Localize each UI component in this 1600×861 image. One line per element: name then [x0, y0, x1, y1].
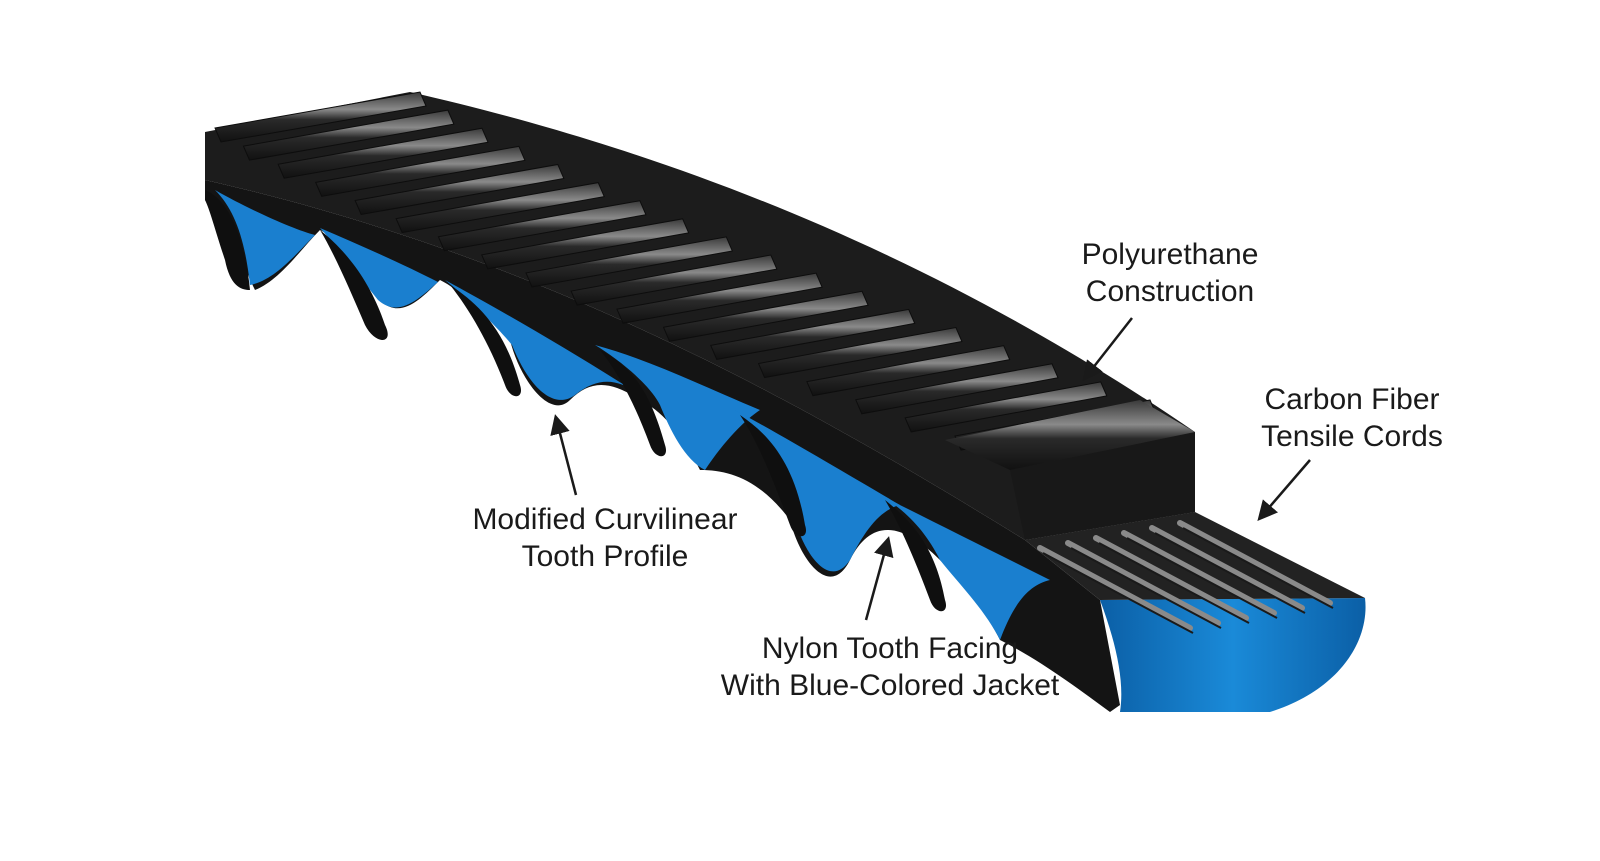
belt-rib — [616, 272, 823, 324]
belt-rib — [395, 182, 605, 234]
callout-line: Construction — [1085, 275, 1255, 308]
blue-jacket-2 — [320, 228, 438, 308]
belt-rib — [806, 345, 1011, 397]
callout-line: Polyurethane — [1081, 238, 1259, 271]
carbon-cord — [1093, 535, 1249, 621]
tooth-3 — [450, 285, 522, 397]
arrow-polyurethane — [1082, 317, 1133, 382]
callout-line: Tooth Profile — [521, 540, 689, 573]
carbon-cord-shadow — [1126, 537, 1278, 619]
belt-back-body — [205, 92, 1195, 540]
carbon-cord-shadow — [1182, 527, 1334, 609]
carbon-cord — [1177, 520, 1333, 606]
belt-rib — [904, 381, 1108, 433]
belt-rib — [662, 290, 869, 342]
carbon-cord-shadow — [1042, 552, 1194, 634]
belt-rib — [710, 308, 916, 360]
tooth-1 — [205, 190, 250, 290]
callout-line: Nylon Tooth Facing — [761, 632, 1019, 665]
blue-jacket-1 — [215, 190, 315, 285]
carbon-cord — [1065, 540, 1221, 626]
belt-rib — [481, 218, 690, 270]
belt-rib — [855, 363, 1059, 415]
belt-rib — [570, 254, 778, 306]
callout-tooth-profile: Modified Curvilinear Tooth Profile — [440, 501, 770, 575]
belt-rib — [314, 145, 526, 197]
belt-teeth — [205, 190, 947, 612]
carbon-cord — [1121, 530, 1277, 616]
carbon-cord-shadow — [1070, 547, 1222, 629]
arrow-nylon-facing — [864, 536, 894, 621]
callout-nylon-tooth-facing: Nylon Tooth Facing With Blue-Colored Jac… — [680, 630, 1100, 704]
arrow-tooth-profile — [550, 414, 578, 496]
carbon-cord — [1149, 525, 1305, 611]
belt-rib — [277, 127, 489, 179]
belt-rib — [354, 163, 565, 216]
arrow-carbon-fiber — [1257, 459, 1311, 522]
blue-jacket-4 — [595, 345, 760, 470]
belt-end-tooth-block — [1010, 432, 1195, 540]
carbon-cord-shadow — [1098, 542, 1250, 624]
callout-line: With Blue-Colored Jacket — [720, 669, 1060, 702]
carbon-cord — [1037, 545, 1193, 631]
tooth-4 — [600, 350, 667, 457]
callout-line: Modified Curvilinear — [472, 503, 738, 536]
callout-polyurethane-construction: Polyurethane Construction — [1055, 236, 1285, 310]
callout-line: Carbon Fiber — [1264, 383, 1440, 416]
belt-rib — [757, 326, 963, 379]
belt-rib — [242, 109, 455, 161]
tooth-6 — [885, 500, 947, 612]
belt-rib — [437, 200, 647, 252]
carbon-cord-shadow — [1154, 532, 1306, 614]
belt-rib — [214, 91, 427, 143]
tooth-5 — [740, 415, 807, 537]
belt-rib — [525, 236, 734, 288]
blue-jacket-3 — [445, 280, 640, 400]
blue-jacket-6 — [880, 495, 1050, 640]
belt-end-tooth-top — [945, 400, 1195, 470]
belt-end-blue-face — [1100, 598, 1366, 712]
tooth-2 — [320, 230, 388, 340]
callout-carbon-fiber-cords: Carbon Fiber Tensile Cords — [1232, 381, 1472, 455]
carbon-fiber-cords — [1037, 520, 1334, 634]
callout-line: Tensile Cords — [1261, 420, 1443, 453]
